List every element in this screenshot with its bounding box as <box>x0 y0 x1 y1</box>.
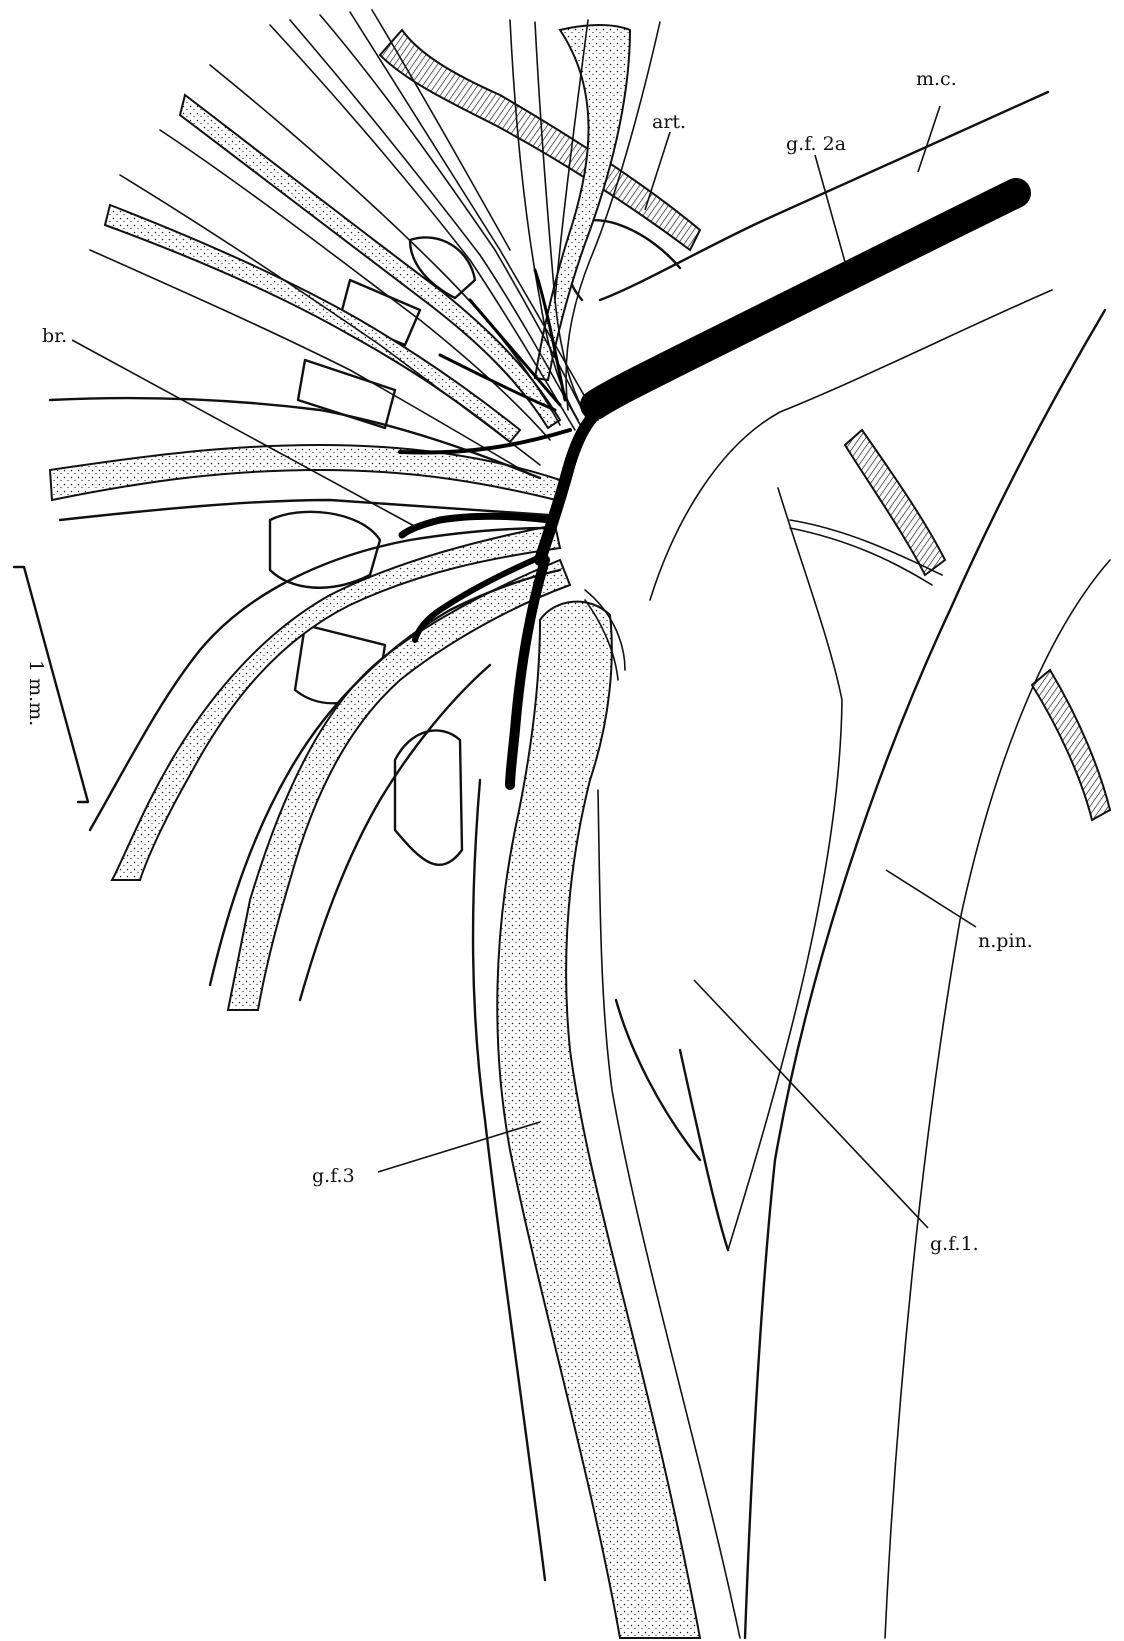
label-gf3: g.f.3 <box>312 1165 355 1187</box>
label-npin: n.pin. <box>978 930 1033 952</box>
label-br: br. <box>42 325 67 347</box>
scale-bar: 1 m.m. <box>14 567 88 802</box>
label-gf1: g.f.1. <box>930 1233 979 1255</box>
label-gf2a: g.f. 2a <box>786 133 846 155</box>
label-art: art. <box>652 111 686 133</box>
label-mc: m.c. <box>916 68 957 90</box>
scale-label: 1 m.m. <box>25 660 47 726</box>
stippled-nerves <box>50 25 700 1638</box>
giant-fibre-black <box>400 193 1016 785</box>
